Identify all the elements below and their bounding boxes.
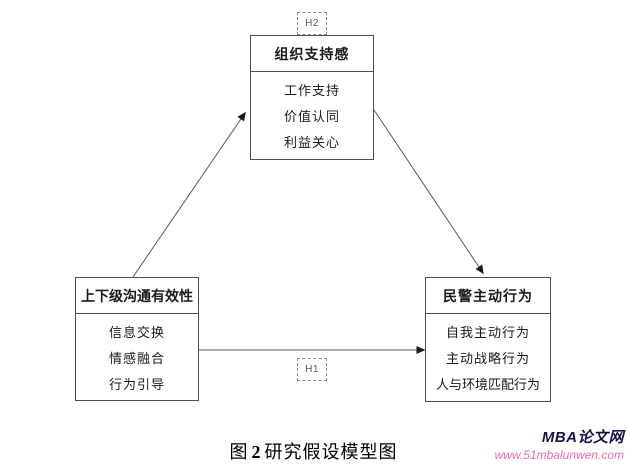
list-item: 信息交换: [108, 324, 165, 340]
box-organizational-support-items: 工作支持 价值认同 利益关心: [251, 72, 373, 159]
watermark-url: www.51mbalunwen.com: [494, 447, 624, 462]
figure-caption-prefix: 图: [229, 442, 249, 462]
box-communication-effectiveness-items: 信息交换 情感融合 行为引导: [76, 314, 198, 400]
h1-text: H1: [305, 364, 319, 375]
h2-text: H2: [305, 18, 319, 29]
box-police-proactive-behavior-items: 自我主动行为 主动战略行为 人与环境匹配行为: [426, 314, 550, 401]
watermark-brand: MBA论文网: [541, 429, 624, 446]
list-item: 主动战略行为: [445, 350, 530, 366]
box-communication-effectiveness: 上下级沟通有效性 信息交换 情感融合 行为引导: [75, 277, 199, 401]
list-item: 行为引导: [108, 376, 165, 392]
figure-caption-text: 研究假设模型图: [264, 442, 398, 462]
list-item: 价值认同: [283, 108, 340, 124]
list-item: 情感融合: [108, 350, 165, 366]
figure-caption-number: 2: [251, 442, 262, 462]
box-police-proactive-behavior-title: 民警主动行为: [426, 278, 550, 314]
hypothesis-label-h1: H1: [297, 358, 327, 381]
list-item: 工作支持: [283, 82, 340, 98]
hypothesis-label-h2: H2: [297, 12, 327, 35]
box-organizational-support: 组织支持感 工作支持 价值认同 利益关心: [250, 35, 374, 160]
box-organizational-support-title: 组织支持感: [251, 36, 373, 72]
box-communication-effectiveness-title: 上下级沟通有效性: [76, 278, 198, 314]
list-item: 人与环境匹配行为: [435, 377, 540, 393]
box-police-proactive-behavior: 民警主动行为 自我主动行为 主动战略行为 人与环境匹配行为: [425, 277, 551, 402]
list-item: 自我主动行为: [445, 324, 530, 340]
arrow-support-to-behavior: [373, 109, 484, 275]
watermark: MBA论文网 www.51mbalunwen.com: [495, 429, 624, 463]
list-item: 利益关心: [283, 135, 340, 151]
arrow-communication-to-support: [132, 111, 246, 278]
